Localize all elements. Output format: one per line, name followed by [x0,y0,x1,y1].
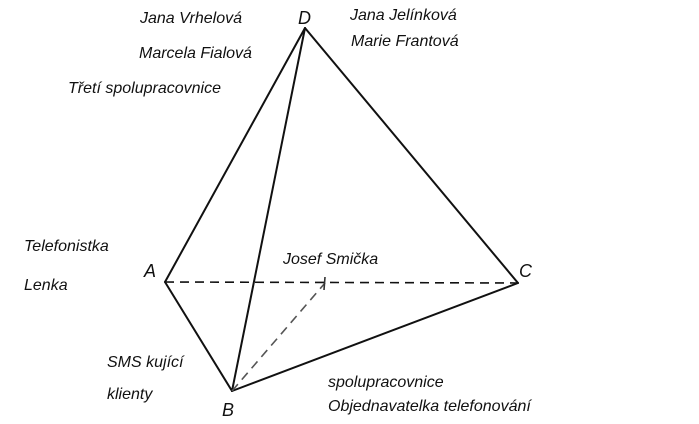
vertex-label-C: C [519,261,533,281]
vertex-label-D: D [298,8,311,28]
label-sms-kujici: SMS kující [107,354,185,371]
edge-AC-dashed [164,281,519,284]
edge-DA [164,27,306,283]
edge-AB [164,281,233,392]
label-marie-frantova: Marie Frantová [351,33,459,50]
label-lenka: Lenka [24,277,68,294]
vertex-label-B: B [222,400,234,420]
label-treti-spolupracovnice: Třetí spolupracovnice [68,80,221,97]
label-objednavatelka: Objednavatelka telefonování [328,398,532,415]
center-tick [323,276,326,291]
label-spolupracovnice: spolupracovnice [328,374,444,391]
edge-DB [231,27,306,392]
label-telefonistka: Telefonistka [24,238,109,255]
edge-BC [231,282,519,392]
label-jana-vrhelova: Jana Vrhelová [139,10,242,27]
label-jana-jelinkova: Jana Jelínková [349,7,457,24]
edge-B-center-dashed [231,282,326,392]
label-klienty: klienty [107,386,153,403]
vertex-label-A: A [143,261,156,281]
label-josef-smicka: Josef Smička [282,251,378,268]
edge-DC [304,27,519,284]
label-marcela-fialova: Marcela Fialová [139,45,252,62]
